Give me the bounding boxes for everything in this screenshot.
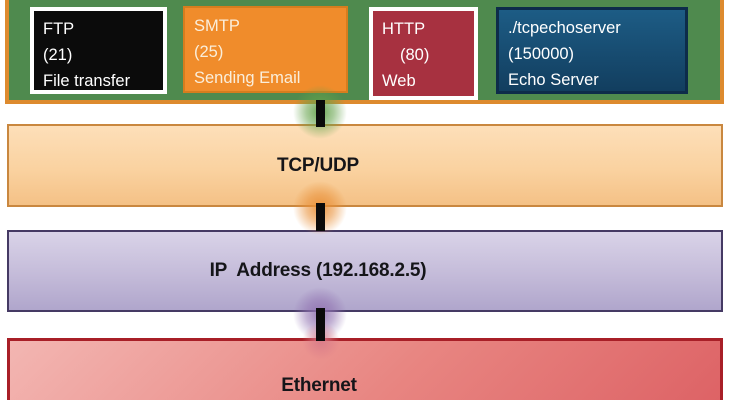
app-name: SMTP bbox=[194, 17, 240, 35]
application-layer-container: FTP (21) File transfer SMTP (25) Sending… bbox=[5, 0, 724, 104]
ethernet-layer-label: Ethernet bbox=[281, 375, 357, 396]
app-name: HTTP bbox=[382, 20, 426, 38]
app-box-smtp: SMTP (25) Sending Email bbox=[183, 6, 348, 93]
app-name: FTP bbox=[43, 20, 75, 38]
app-name: ./tcpechoserver bbox=[508, 19, 621, 37]
app-box-echo-server: ./tcpechoserver (150000) Echo Server bbox=[496, 7, 688, 94]
app-desc: Sending Email bbox=[194, 69, 301, 87]
app-desc: Echo Server bbox=[508, 71, 599, 89]
connector-tcp-to-ip bbox=[316, 203, 325, 231]
connector-ip-to-ethernet bbox=[316, 308, 325, 341]
app-port: (150000) bbox=[508, 45, 575, 63]
app-port: (21) bbox=[43, 46, 73, 64]
tcp-udp-layer-label: TCP/UDP bbox=[277, 154, 359, 176]
app-port: (25) bbox=[194, 43, 224, 61]
ethernet-layer-band: Ethernet bbox=[7, 338, 723, 400]
ip-layer-band: IP Address (192.168.2.5) bbox=[7, 230, 723, 312]
app-box-ftp: FTP (21) File transfer bbox=[30, 7, 167, 94]
app-port: (80) bbox=[400, 46, 430, 64]
app-box-http: HTTP (80) Web bbox=[369, 7, 478, 100]
connector-apps-to-tcp bbox=[316, 100, 325, 127]
app-desc: File transfer bbox=[43, 72, 131, 90]
tcp-udp-layer-band: TCP/UDP bbox=[7, 124, 723, 207]
ip-layer-label: IP Address (192.168.2.5) bbox=[209, 260, 427, 281]
app-desc: Web bbox=[382, 72, 416, 90]
